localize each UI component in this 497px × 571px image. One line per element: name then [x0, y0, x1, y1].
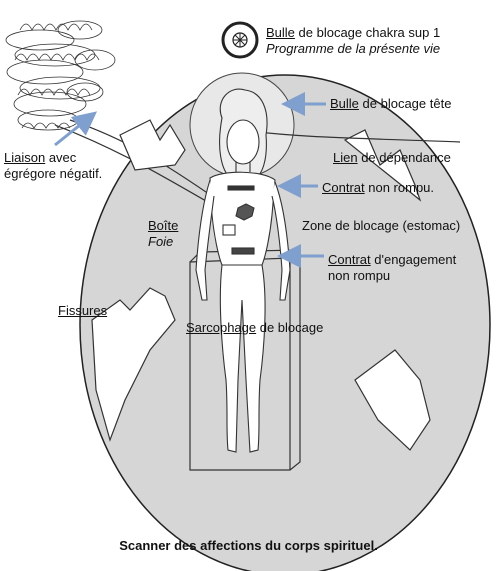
callout-arrows [54, 92, 326, 268]
label-contrat-non-rompu: Contrat non rompu. [322, 180, 434, 196]
liaison-rest: avec [45, 150, 77, 165]
boite-sub: Foie [148, 234, 174, 249]
figure-caption: Scanner des affections du corps spiritue… [119, 538, 378, 553]
label-fissures: Fissures [58, 303, 107, 319]
label-liaison: Liaison avec égrégore négatif. [4, 150, 102, 182]
label-lien: Lien de dépendance [333, 150, 451, 166]
arrow-liaison [54, 111, 98, 147]
egregore-cloud [5, 20, 116, 131]
label-boite: Boîte Foie [148, 218, 178, 250]
label-bulle-chakra: Bulle de blocage chakra sup 1 Programme … [266, 25, 440, 57]
contrat1-rest: non rompu. [364, 180, 435, 195]
aura-ellipse [79, 74, 491, 571]
label-bulle-tete: Bulle de blocage tête [330, 96, 451, 112]
label-sarcophage: Sarcophage de blocage [186, 320, 323, 336]
liaison-line2: égrégore négatif. [4, 166, 103, 181]
contrat2-key: Contrat [328, 252, 371, 267]
chakra-bubble-icon [221, 21, 259, 59]
lien-rest: de dépendance [357, 150, 451, 165]
lien-key: Lien [333, 150, 358, 165]
liaison-key: Liaison [4, 150, 46, 165]
boite-key: Boîte [148, 218, 179, 233]
bulle-chakra-key: Bulle [266, 25, 295, 40]
bulle-chakra-rest: de blocage chakra sup 1 [294, 25, 441, 40]
sarcophage-key: Sarcophage [186, 320, 257, 335]
contrat2-line2: non rompu [328, 268, 391, 283]
human-figure [195, 88, 291, 453]
contrat1-key: Contrat [322, 180, 365, 195]
fissures-key: Fissures [58, 303, 108, 318]
contrat2-rest: d'engagement [370, 252, 457, 267]
sarcophage-rest: de blocage [256, 320, 324, 335]
zone-text: Zone de blocage (estomac) [302, 218, 461, 233]
bulle-chakra-sub: Programme de la présente vie [266, 41, 441, 56]
fissures [91, 119, 431, 451]
label-zone-blocage: Zone de blocage (estomac) [302, 218, 460, 234]
bulle-tete-key: Bulle [330, 96, 359, 111]
label-contrat-engagement: Contrat d'engagement non rompu [328, 252, 456, 284]
bulle-tete-rest: de blocage tête [358, 96, 452, 111]
